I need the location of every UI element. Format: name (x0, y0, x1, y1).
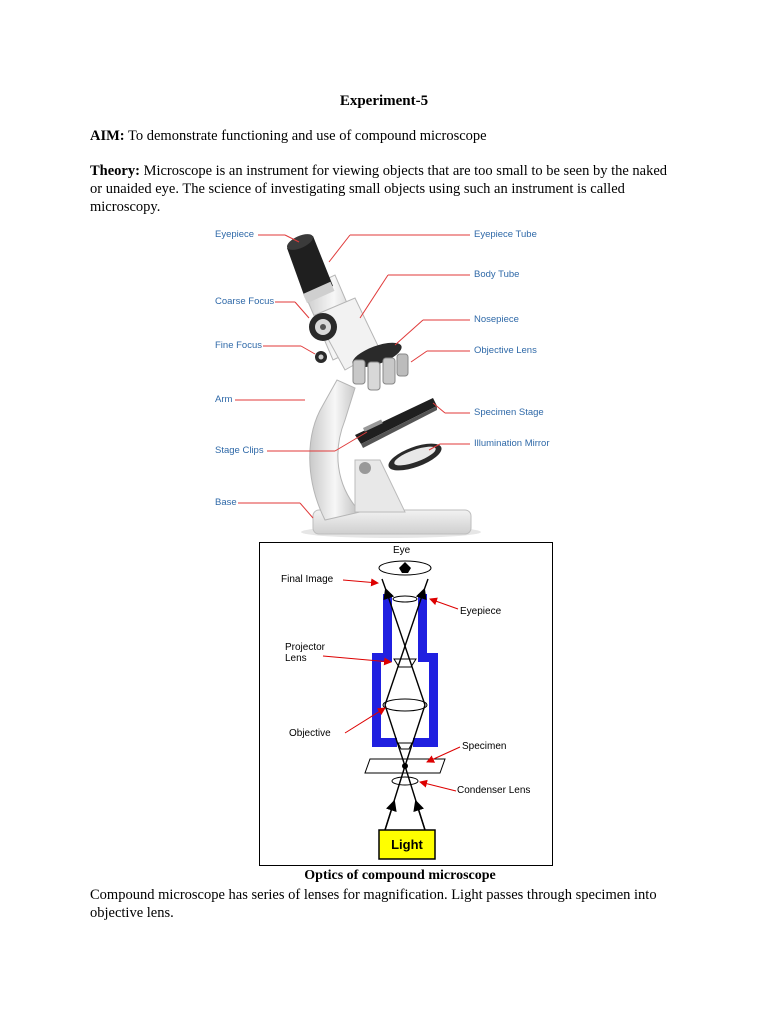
theory-text: Microscope is an instrument for viewing … (90, 163, 668, 215)
theory-paragraph: Theory: Microscope is an instrument for … (90, 162, 670, 216)
aim-label: AIM: (90, 128, 125, 144)
label-eyepiece-tube: Eyepiece Tube (474, 229, 537, 240)
label-base: Base (215, 497, 237, 508)
label-specimen-stage: Specimen Stage (474, 407, 544, 418)
label-nosepiece: Nosepiece (474, 314, 519, 325)
leader-lines (235, 234, 470, 519)
page-title: Experiment-5 (339, 93, 429, 109)
label-objective-lens: Objective Lens (474, 345, 537, 356)
label-eyepiece: Eyepiece (215, 229, 255, 240)
theory-label: Theory: (90, 163, 140, 179)
optics-label-eyepiece: Eyepiece (460, 606, 502, 617)
light-source-box (378, 829, 436, 860)
optics-label-specimen: Specimen (462, 741, 507, 752)
label-fine-focus: Fine Focus (215, 340, 262, 351)
figure-caption: Optics of compound microscope (304, 868, 496, 883)
closing-paragraph: Compound microscope has series of lenses… (90, 887, 657, 921)
label-stage-clips: Stage Clips (215, 445, 264, 456)
microscope-illustration (235, 234, 481, 538)
label-body-tube: Body Tube (474, 269, 520, 280)
optics-label-lens: Lens (285, 653, 307, 664)
optics-label-eye: Eye (393, 545, 411, 556)
optics-illustration (322, 560, 461, 860)
aim-text: To demonstrate functioning and use of co… (124, 128, 487, 144)
optics-label-projector: Projector (285, 642, 326, 653)
optics-label-condenser-lens: Condenser Lens (457, 785, 531, 796)
label-coarse-focus: Coarse Focus (215, 296, 275, 307)
optics-label-objective: Objective (289, 728, 331, 739)
optics-diagram: Eye Final Image Eyepiece Projector Lens … (259, 542, 553, 866)
optics-label-final-image: Final Image (281, 574, 334, 585)
label-arm: Arm (215, 394, 233, 405)
label-illumination-mirror: Illumination Mirror (474, 438, 550, 449)
microscope-parts-figure: Eyepiece Coarse Focus Fine Focus Arm Sta… (205, 220, 565, 542)
optics-label-light: Light (391, 837, 423, 852)
aim-paragraph: AIM: To demonstrate functioning and use … (90, 127, 690, 145)
